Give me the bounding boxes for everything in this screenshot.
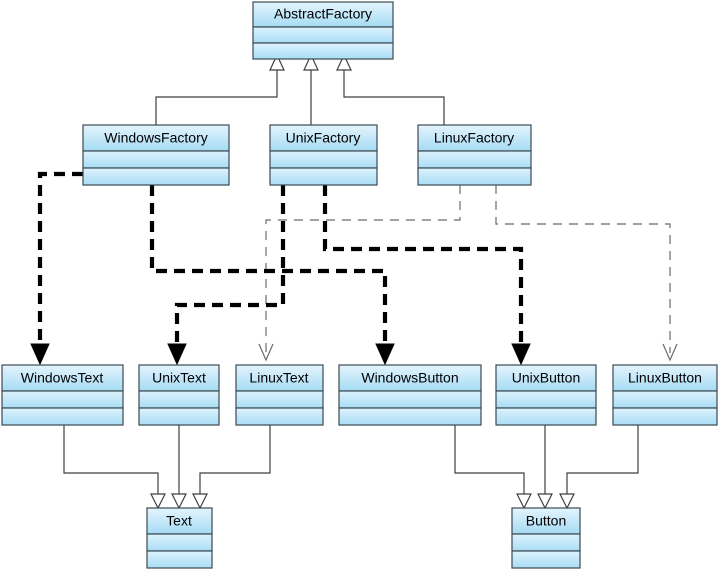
dependency-edges-thin [258, 185, 678, 362]
class-box-unix-factory[interactable]: UnixFactory [269, 124, 378, 186]
dep-linuxfactory-linuxtext [258, 185, 461, 362]
class-name-linux-button: LinuxButton [628, 370, 702, 386]
class-box-unix-text[interactable]: UnixText [138, 364, 220, 426]
gen-unixfactory-abstractfactory [303, 53, 319, 125]
class-box-abstract-factory[interactable]: AbstractFactory [252, 1, 394, 60]
class-name-linux-factory: LinuxFactory [434, 130, 514, 146]
class-box-windows-button[interactable]: WindowsButton [338, 364, 482, 426]
gen-windowsfactory-abstractfactory [155, 53, 285, 125]
class-name-windows-text: WindowsText [21, 370, 104, 386]
class-box-windows-text[interactable]: WindowsText [1, 364, 124, 426]
class-box-linux-factory[interactable]: LinuxFactory [417, 124, 532, 186]
dependency-edges-bold [30, 171, 531, 366]
class-box-linux-button[interactable]: LinuxButton [612, 364, 718, 426]
generalization-edges [63, 53, 639, 510]
gen-linuxbutton-button [559, 425, 639, 510]
gen-linuxfactory-abstractfactory [336, 53, 445, 125]
gen-unixbutton-button [537, 425, 553, 510]
class-box-button[interactable]: Button [511, 507, 581, 569]
gen-linuxtext-text [192, 425, 271, 510]
class-name-linux-text: LinuxText [249, 370, 308, 386]
class-name-button: Button [526, 513, 566, 529]
class-name-unix-text: UnixText [152, 370, 206, 386]
gen-windowstext-text [63, 425, 166, 510]
class-box-unix-button[interactable]: UnixButton [495, 364, 597, 426]
class-name-text: Text [166, 513, 192, 529]
gen-unixtext-text [171, 425, 187, 510]
class-name-abstract-factory: AbstractFactory [274, 6, 372, 22]
class-name-windows-button: WindowsButton [361, 370, 458, 386]
gen-windowsbutton-button [454, 425, 532, 510]
class-name-unix-button: UnixButton [512, 370, 580, 386]
class-name-windows-factory: WindowsFactory [104, 130, 207, 146]
dep-linuxfactory-linuxbutton [495, 185, 678, 362]
class-box-windows-factory[interactable]: WindowsFactory [82, 124, 230, 186]
class-box-linux-text[interactable]: LinuxText [235, 364, 324, 426]
dep-unixfactory-unixbutton [322, 185, 531, 366]
dep-unixfactory-unixtext [167, 185, 286, 366]
dep-windowsfactory-windowsbutton [149, 185, 395, 366]
class-name-unix-factory: UnixFactory [286, 130, 361, 146]
class-box-text[interactable]: Text [146, 507, 213, 569]
dep-windowsfactory-windowstext [30, 171, 83, 366]
